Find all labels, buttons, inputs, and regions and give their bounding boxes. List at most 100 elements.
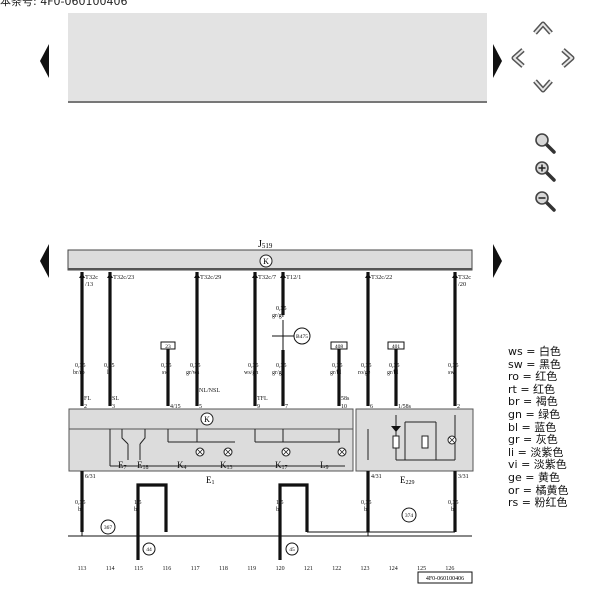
track-number: 122 xyxy=(332,566,341,572)
pin-label-10: T32c xyxy=(458,274,471,281)
svg-text:0,35: 0,35 xyxy=(248,363,259,369)
svg-text:1/58s: 1/58s xyxy=(398,404,412,410)
svg-text:1,5: 1,5 xyxy=(134,500,142,506)
svg-text:374: 374 xyxy=(405,513,414,519)
svg-text:0,35: 0,35 xyxy=(361,500,372,506)
legend-color-name: 蓝色 xyxy=(534,420,557,434)
legend-code: sw = xyxy=(508,357,539,371)
next-page-arrow-top[interactable] xyxy=(493,44,502,78)
svg-text:58s: 58s xyxy=(341,396,350,402)
magnifier-icon[interactable] xyxy=(535,133,556,154)
legend-code: ge = xyxy=(508,470,538,484)
label-e18: E18 xyxy=(137,460,149,471)
svg-text:0,35: 0,35 xyxy=(448,363,459,369)
prev-page-arrow[interactable] xyxy=(40,244,49,278)
legend-color-name: 淡紫色 xyxy=(530,445,564,459)
pin-label-2: T32c/23 xyxy=(113,274,134,281)
header-text: 本条号: 4F0-060100406 xyxy=(0,0,128,8)
lamp-k13 xyxy=(223,447,233,457)
legend-code: gr = xyxy=(508,433,536,447)
legend-code: or = xyxy=(508,483,536,497)
svg-text:0,35: 0,35 xyxy=(448,500,459,506)
legend-item: rt = 红色 xyxy=(508,382,568,397)
svg-text:br/ro: br/ro xyxy=(73,370,85,376)
track-number: 116 xyxy=(163,566,172,572)
legend-code: br = xyxy=(508,395,536,409)
svg-text:gr/ws: gr/ws xyxy=(186,370,200,376)
label-k17: K17 xyxy=(275,460,288,471)
track-number: 123 xyxy=(361,566,370,572)
prev-page-arrow-top[interactable] xyxy=(40,44,49,78)
svg-text:4/15: 4/15 xyxy=(170,404,181,410)
legend-color-name: 灰色 xyxy=(535,433,558,447)
pin-label-8: T32c/22 xyxy=(371,274,392,281)
svg-text:1,5: 1,5 xyxy=(276,500,284,506)
svg-text:408: 408 xyxy=(335,344,344,350)
legend-color-name: 黑色 xyxy=(538,357,561,371)
legend-item: li = 淡紫色 xyxy=(508,445,568,460)
legend-color-name: 红色 xyxy=(533,382,556,396)
mid-wire-size: 0,35 xyxy=(276,306,287,312)
svg-text:6/31: 6/31 xyxy=(85,474,96,480)
legend-code: rs = xyxy=(508,496,535,510)
legend-code: bl = xyxy=(508,420,535,434)
legend-color-name: 褐色 xyxy=(535,395,558,409)
svg-text:3/31: 3/31 xyxy=(458,474,469,480)
label-e7: E7 xyxy=(118,460,127,471)
next-page-arrow[interactable] xyxy=(493,244,502,278)
e1-control-icon: K xyxy=(200,412,214,426)
svg-text:NL/NSL: NL/NSL xyxy=(199,388,220,394)
junction-367: 367 xyxy=(100,519,116,535)
svg-text:5: 5 xyxy=(199,404,202,410)
svg-text:gr/ge: gr/ge xyxy=(272,370,285,376)
legend-item: gn = 绿色 xyxy=(508,408,568,422)
svg-text:ro/ge: ro/ge xyxy=(358,370,371,376)
pin-sub-1: /13 xyxy=(85,281,93,288)
svg-text:3: 3 xyxy=(112,404,115,410)
track-number: 125 xyxy=(417,566,426,572)
lamp-k4 xyxy=(195,447,205,457)
svg-text:0,35: 0,35 xyxy=(161,363,172,369)
control-unit-icon: K xyxy=(259,254,273,268)
junction-45: 45 xyxy=(285,542,299,556)
ref-box-23: 23 xyxy=(160,341,176,350)
zoom-controls xyxy=(535,133,556,212)
track-number: 126 xyxy=(445,566,454,572)
svg-text:0,35: 0,35 xyxy=(361,363,372,369)
legend-item: vi = 淡紫色 xyxy=(508,459,568,472)
legend-color-name: 橘黄色 xyxy=(535,483,569,497)
label-k13: K13 xyxy=(220,460,233,471)
legend-color-name: 白色 xyxy=(538,345,561,358)
svg-text:45: 45 xyxy=(289,547,295,553)
legend-item: ws = 白色 xyxy=(508,345,568,359)
track-number: 121 xyxy=(304,566,313,572)
ref-box-401: 401 xyxy=(387,341,405,350)
pan-up-icon[interactable] xyxy=(533,21,553,35)
zoom-out-icon[interactable] xyxy=(535,191,556,212)
zoom-in-icon[interactable] xyxy=(535,161,556,182)
pan-down-icon[interactable] xyxy=(533,79,553,93)
ref-box-408: 408 xyxy=(330,341,348,350)
legend-color-name: 黄色 xyxy=(537,470,560,484)
svg-text:0,35: 0,35 xyxy=(190,363,201,369)
pan-left-icon[interactable] xyxy=(511,48,525,68)
label-k4: K4 xyxy=(177,460,187,471)
pan-right-icon[interactable] xyxy=(561,48,575,68)
legend-color-name: 红色 xyxy=(535,370,558,384)
legend-code: rt = xyxy=(508,382,534,396)
svg-text:gr/bl: gr/bl xyxy=(387,370,399,376)
svg-text:TFL: TFL xyxy=(257,396,268,402)
top-panel xyxy=(68,13,487,103)
svg-text:6: 6 xyxy=(370,404,373,410)
svg-text:2: 2 xyxy=(84,404,87,410)
svg-text:0,35: 0,35 xyxy=(332,363,343,369)
lamp-l9 xyxy=(337,447,347,457)
svg-text:0,35: 0,35 xyxy=(75,363,86,369)
pin-sub-10: /20 xyxy=(458,281,466,288)
legend-code: ro = xyxy=(508,370,536,384)
pin-label-5: T32c/7 xyxy=(258,274,277,281)
track-number: 117 xyxy=(191,566,200,572)
legend-code: ws = xyxy=(508,345,539,358)
svg-text:sw: sw xyxy=(162,370,169,376)
